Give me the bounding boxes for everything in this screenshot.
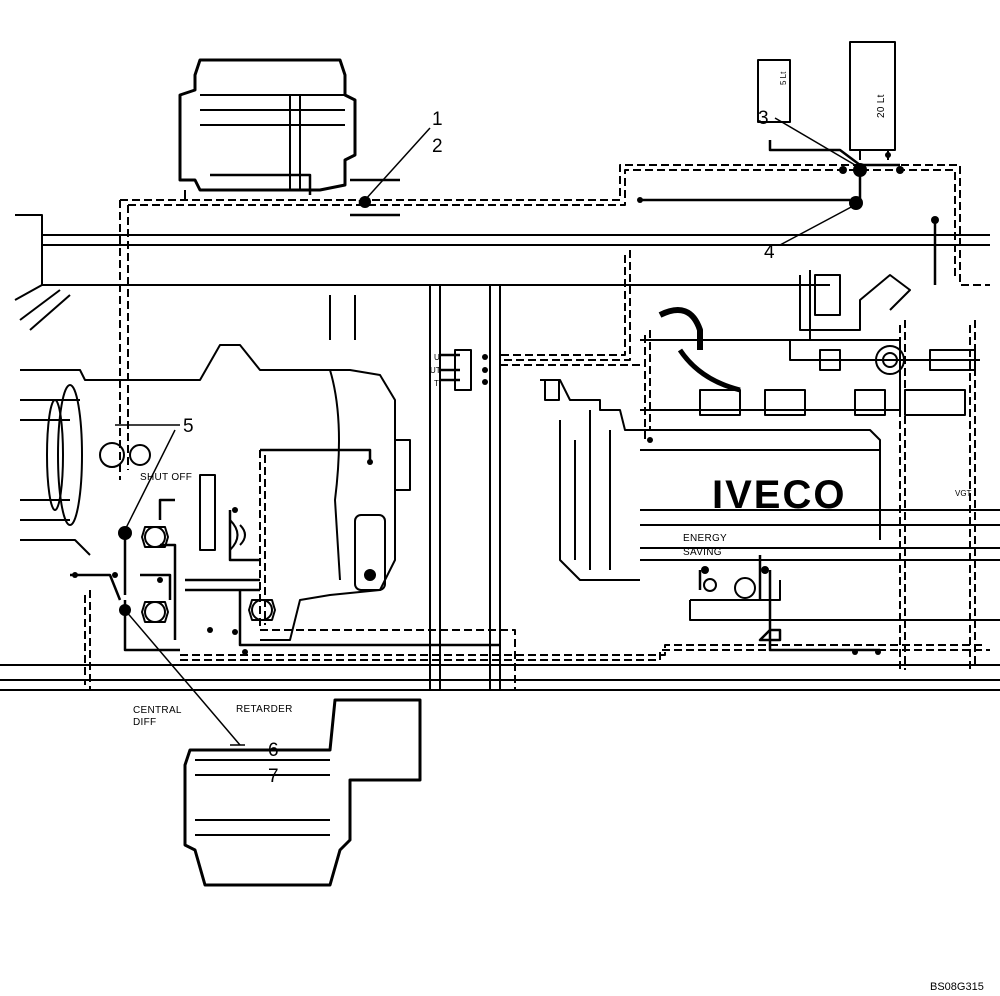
port-t: T	[434, 379, 439, 388]
retarder-label: RETARDER	[236, 704, 293, 715]
valves	[141, 349, 472, 623]
front-wheel	[178, 58, 357, 200]
point-1-2	[359, 196, 371, 208]
central-diff-label-1: CENTRAL	[133, 705, 182, 716]
engine	[540, 270, 1000, 621]
rear-wheel	[183, 698, 422, 887]
small-tank	[757, 59, 791, 123]
junction-points	[72, 152, 939, 655]
callout-1: 1	[432, 109, 443, 130]
shut-off-label: SHUT OFF	[140, 472, 192, 483]
callout-3: 3	[758, 108, 769, 129]
point-6-7	[119, 604, 131, 616]
callout-4: 4	[764, 242, 775, 263]
callout-5: 5	[183, 416, 194, 437]
text-labels: 1 2 3 4 5 6 7 5 Lt 20 Lt U UT T SHUT OFF…	[133, 71, 984, 993]
large-tank	[849, 41, 896, 151]
port-u: U	[434, 353, 440, 362]
point-5	[118, 526, 132, 540]
large-tank-label: 20 Lt	[876, 94, 887, 118]
energy-label: ENERGY	[683, 533, 727, 544]
callout-leaders	[115, 117, 856, 746]
figure-reference: BS08G315	[930, 981, 984, 993]
callout-2: 2	[432, 136, 443, 157]
chassis-rails	[0, 214, 1000, 691]
hydraulic-lines-solid	[70, 140, 937, 652]
callout-6: 6	[268, 740, 279, 761]
reservoir-tanks	[757, 41, 896, 160]
saving-label: SAVING	[683, 547, 722, 558]
central-diff-label-2: DIFF	[133, 717, 156, 728]
hydraulic-lines-dashed	[84, 164, 990, 691]
engine-brand-logo: IVECO	[712, 473, 846, 517]
callout-7: 7	[268, 766, 279, 787]
point-3	[853, 163, 867, 177]
small-tank-label: 5 Lt	[779, 71, 788, 85]
port-ut: UT	[430, 366, 441, 375]
vgt-label: VGT	[955, 489, 972, 498]
point-4	[849, 196, 863, 210]
transmission	[20, 344, 411, 641]
